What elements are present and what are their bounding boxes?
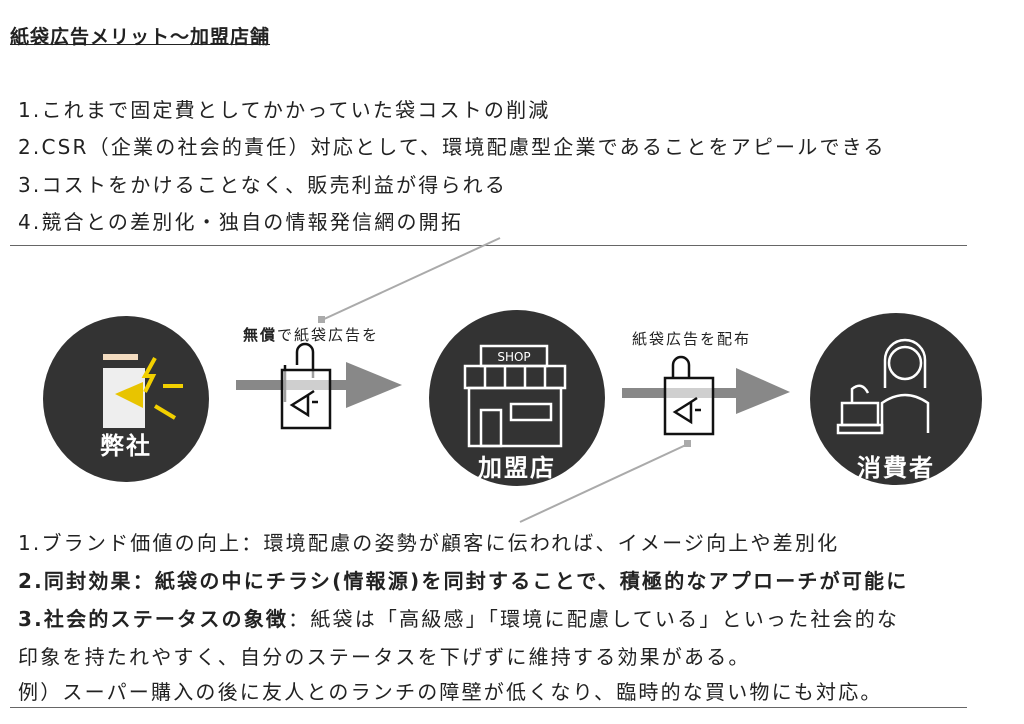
- bag-megaphone-icon: [103, 354, 183, 428]
- arrow-label-distribute: 紙袋広告を配布: [632, 330, 752, 348]
- node-company: 弊社: [43, 316, 209, 482]
- divider: [10, 245, 967, 246]
- node-label: 消費者: [857, 454, 935, 482]
- bag-megaphone-icon: [280, 342, 332, 430]
- benefit-head: 3.社会的ステータスの象徴: [18, 607, 289, 631]
- benefit-item: 1.ブランド価値の向上：環境配慮の姿勢が顧客に伝われば、イメージ向上や差別化: [18, 531, 840, 555]
- benefit-rest: ：紙袋は「高級感」「環境に配慮している」といった社会的な: [288, 607, 900, 631]
- bag-megaphone-icon: [663, 355, 715, 436]
- node-label: 弊社: [100, 432, 152, 460]
- merit-item: 2.CSR（企業の社会的責任）対応として、環境配慮型企業であることをアピールでき…: [18, 135, 886, 159]
- arrow-label-free: 無償で紙袋広告を: [243, 324, 379, 345]
- merit-item: 3.コストをかけることなく、販売利益が得られる: [18, 173, 508, 197]
- node-consumer: 消費者: [810, 313, 982, 485]
- merit-item: 4.競合との差別化・独自の情報発信網の開拓: [18, 210, 464, 234]
- benefit-item: 印象を持たれやすく、自分のステータスを下げずに維持する効果がある。: [18, 645, 751, 669]
- node-shop: SHOP 加盟店: [429, 310, 605, 486]
- benefit-example: 例）スーパー購入の後に友人とのランチの障壁が低くなり、臨時的な買い物にも対応。: [18, 680, 883, 704]
- benefit-item: 2.同封効果：紙袋の中にチラシ(情報源)を同封することで、積極的なアプローチが可…: [18, 569, 909, 593]
- consumer-icon: [836, 338, 930, 435]
- shop-icon: SHOP: [463, 344, 567, 448]
- page-title: 紙袋広告メリット〜加盟店舗: [10, 26, 271, 48]
- label-rest: で紙袋広告を: [277, 326, 380, 344]
- label-bold: 無償: [243, 326, 278, 344]
- svg-text:SHOP: SHOP: [497, 350, 530, 364]
- divider: [10, 707, 967, 708]
- node-label: 加盟店: [478, 454, 556, 482]
- benefit-item: 3.社会的ステータスの象徴：紙袋は「高級感」「環境に配慮している」といった社会的…: [18, 606, 899, 632]
- merit-item: 1.これまで固定費としてかかっていた袋コストの削減: [18, 98, 551, 122]
